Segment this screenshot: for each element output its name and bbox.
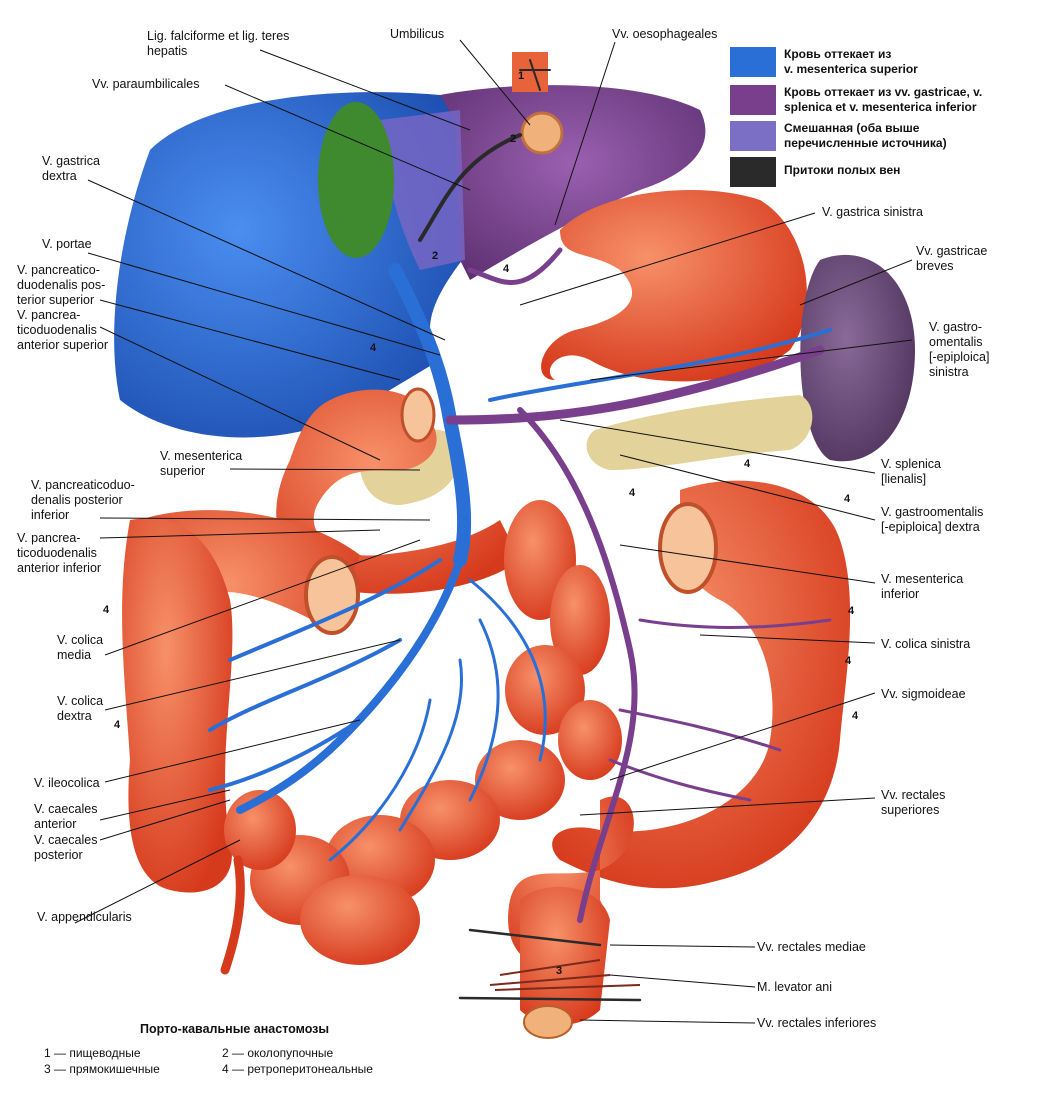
label-v-gastrica-dextra: V. gastrica dextra — [42, 154, 100, 183]
label-v-gastrica-sinistra: V. gastrica sinistra — [822, 205, 923, 219]
label-v-pd-post-sup: V. pancreatico- duodenalis pos- terior s… — [17, 263, 106, 307]
duodenum-cut-end — [400, 387, 436, 443]
spleen — [800, 254, 915, 462]
label-v-splenica: V. splenica [lienalis] — [881, 457, 941, 486]
label-v-mes-sup: V. mesenterica superior — [160, 449, 243, 478]
v-ileocolica-path — [208, 718, 362, 792]
marker-4-descending-colon-2: 4 — [845, 655, 852, 667]
label-vv-rectales-mediae: Vv. rectales mediae — [757, 940, 866, 954]
legend-item-mixed: Смешанная (оба выше перечисленные источн… — [730, 121, 1054, 151]
marker-4-pancreas: 4 — [744, 458, 751, 470]
v-colica-media-path — [228, 558, 442, 662]
label-v-caecales-post: V. caecales posterior — [34, 833, 98, 862]
marker-4-liver: 4 — [370, 342, 377, 354]
label-v-pd-post-inf: V. pancreaticoduo- denalis posterior inf… — [31, 478, 135, 522]
levator-ani — [489, 959, 641, 991]
jejunal-arcades — [328, 578, 547, 862]
caption-title: Порто-кавальные анастомозы — [140, 1022, 330, 1036]
stomach — [541, 190, 807, 382]
caption-item-1: 1 — пищеводные — [44, 1046, 141, 1060]
caption-item-3: 3 — прямокишечные — [44, 1062, 160, 1076]
marker-2-paraumbilical: 2 — [510, 133, 517, 145]
colon-cut-end-left — [304, 555, 360, 635]
descending-colon — [552, 480, 851, 889]
marker-4-ascending-colon-2: 4 — [114, 719, 121, 731]
vv-rectales-inferiores-path — [458, 996, 642, 1002]
legend-text: Кровь оттекает из vv. gastricae, v. sple… — [784, 85, 983, 114]
label-v-caecales-ant: V. caecales anterior — [34, 802, 98, 831]
label-vv-gastricae-breves: Vv. gastricae breves — [916, 244, 988, 273]
v-gastrica-sinistra-path — [467, 247, 563, 285]
label-lig-falciforme: Lig. falciforme et lig. teres hepatis — [147, 29, 290, 58]
legend-swatch — [730, 157, 776, 187]
legend-text: Кровь оттекает из v. mesenterica superio… — [784, 47, 918, 76]
v-mesenterica-superior-trunk — [236, 556, 464, 814]
marker-4-stomach: 4 — [503, 263, 510, 275]
v-gastroomentalis-sinistra-path — [488, 328, 832, 402]
colon-cut-end — [658, 502, 718, 594]
vv-sigmoideae-path — [608, 708, 782, 802]
gallbladder — [318, 102, 394, 258]
label-umbilicus: Umbilicus — [390, 27, 445, 41]
vv-paraumbilicales-path — [418, 133, 522, 242]
label-vv-paraumbilicales: Vv. paraumbilicales — [92, 77, 200, 91]
pancreas — [586, 395, 813, 470]
legend-text: Притоки полых вен — [784, 163, 901, 177]
marker-4-pancreas-left: 4 — [629, 487, 636, 499]
legend-item-gastric-splenic: Кровь оттекает из vv. gastricae, v. sple… — [730, 85, 1054, 115]
label-v-colica-media: V. colica media — [57, 633, 104, 662]
legend-swatch — [730, 121, 776, 151]
label-v-colica-dextra: V. colica dextra — [57, 694, 104, 723]
anal-canal — [523, 1005, 573, 1039]
umbilicus-ring — [520, 111, 564, 155]
label-v-colica-sinistra: V. colica sinistra — [881, 637, 971, 651]
legend-swatch — [730, 85, 776, 115]
marker-1-oesophageal: 1 — [518, 70, 525, 82]
label-vv-rectales-sup: Vv. rectales superiores — [881, 788, 946, 817]
marker-3-rectal: 3 — [556, 965, 563, 977]
vv-rectales-mediae-path — [468, 928, 602, 947]
vv-oesophageales-path — [519, 59, 551, 91]
marker-4-descending-colon: 4 — [848, 605, 855, 617]
caption-item-2: 2 — околопупочные — [222, 1046, 334, 1060]
rectum — [520, 886, 610, 1025]
oesophagus — [512, 52, 548, 92]
v-colica-dextra-path — [208, 638, 402, 732]
v-colica-sinistra-path — [638, 618, 832, 629]
appendix — [220, 855, 245, 975]
legend-item-mes-sup: Кровь оттекает из v. mesenterica superio… — [730, 47, 1054, 77]
label-m-levator-ani: M. levator ani — [757, 980, 833, 994]
label-v-ileocolica: V. ileocolica — [34, 776, 100, 790]
ascending-colon — [122, 518, 233, 893]
label-v-pd-ant-inf: V. pancrea- ticoduodenalis anterior infe… — [17, 531, 102, 575]
marker-2-portal: 2 — [432, 250, 439, 262]
label-v-portae: V. portae — [42, 237, 92, 251]
liver-left-lobe — [440, 85, 706, 280]
v-mesenterica-inferior-path — [517, 407, 638, 923]
marker-4-splenic-flexure: 4 — [844, 493, 851, 505]
marker-4-sigmoid: 4 — [852, 710, 859, 722]
label-v-appendicularis: V. appendicularis — [37, 910, 132, 924]
portal-veins — [208, 59, 832, 1002]
label-v-mes-inf: V. mesenterica inferior — [881, 572, 964, 601]
label-vv-sigmoideae: Vv. sigmoideae — [881, 687, 966, 701]
marker-4-ascending-colon: 4 — [103, 604, 110, 616]
legend-item-caval: Притоки полых вен — [730, 157, 1054, 187]
legend-swatch — [730, 47, 776, 77]
label-vv-oesophageales: Vv. oesophageales — [612, 27, 718, 41]
legend-text: Смешанная (оба выше перечисленные источн… — [784, 121, 947, 150]
caption-item-4: 4 — ретроперитонеальные — [222, 1062, 373, 1076]
label-v-gastroomentalis-sin: V. gastro- omentalis [-epiploica] sinist… — [929, 320, 990, 379]
liver-mixed-zone — [380, 110, 465, 270]
label-v-pd-ant-sup: V. pancrea- ticoduodenalis anterior supe… — [17, 308, 109, 352]
label-v-gastroomentalis-dex: V. gastroomentalis [-epiploica] dextra — [881, 505, 984, 534]
leader-lines — [74, 39, 913, 1024]
v-splenica-path — [445, 345, 825, 425]
label-vv-rectales-inf: Vv. rectales inferiores — [757, 1016, 877, 1030]
small-intestine — [224, 500, 622, 965]
